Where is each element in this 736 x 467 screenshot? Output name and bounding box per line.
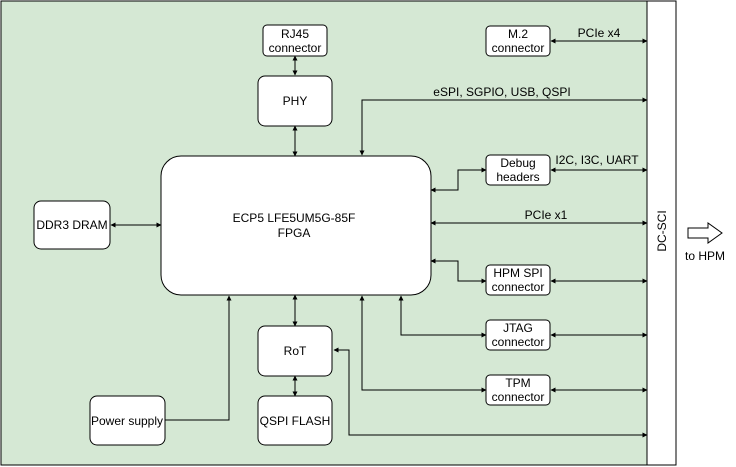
rot-block: RoT <box>257 325 333 377</box>
svg-text:DDR3 DRAM: DDR3 DRAM <box>36 218 107 232</box>
to-hpm-arrow-icon <box>687 222 723 244</box>
fpga-hpmspi-link <box>430 258 487 284</box>
hpm-spi-line-2: connector <box>492 280 545 294</box>
hpm-spi-line-1: HPM SPI <box>493 266 542 280</box>
ddr3-line-1: DDR3 DRAM <box>36 218 107 232</box>
jtag-line-2: connector <box>492 335 545 349</box>
connections <box>110 38 648 438</box>
power-fpga-link <box>165 295 232 421</box>
svg-text:QSPI FLASH: QSPI FLASH <box>260 414 331 428</box>
rot-dcsci-link <box>333 347 648 438</box>
i2c-label: I2C, I3C, UART <box>555 153 639 167</box>
debug-line-2: headers <box>496 170 539 184</box>
to-hpm-label: to HPM <box>685 249 725 263</box>
qspi-flash-line-1: QSPI FLASH <box>260 414 331 428</box>
dc-sci-label: DC-SCI <box>655 210 669 251</box>
debug-line-1: Debug <box>500 156 535 170</box>
tpm-line-1: TPM <box>505 376 530 390</box>
fpga-line-1: ECP5 LFE5UM5G-85F <box>233 211 356 225</box>
rj45-line-2: connector <box>269 41 322 55</box>
pcie-x4-label: PCIe x4 <box>578 26 621 40</box>
svg-text:RoT: RoT <box>284 344 307 358</box>
fpga-line-2: FPGA <box>278 226 311 240</box>
m2-line-1: M.2 <box>508 27 528 41</box>
svg-text:Power supply: Power supply <box>91 414 163 428</box>
m2-line-2: connector <box>492 41 545 55</box>
dc-sci-connector <box>646 0 677 466</box>
qspi-flash-block: QSPI FLASH <box>257 395 333 446</box>
rot-line-1: RoT <box>284 344 307 358</box>
svg-text:PHY: PHY <box>283 94 308 108</box>
tpm-line-2: connector <box>492 390 545 404</box>
phy-block: PHY <box>257 75 333 127</box>
espi-label: eSPI, SGPIO, USB, QSPI <box>433 85 570 99</box>
jtag-line-1: JTAG <box>503 321 533 335</box>
power-line-1: Power supply <box>91 414 163 428</box>
phy-line-1: PHY <box>283 94 308 108</box>
power-supply-block: Power supply <box>89 395 166 446</box>
pcie-x1-label: PCIe x1 <box>525 208 568 222</box>
rj45-line-1: RJ45 <box>281 27 309 41</box>
espi-link <box>359 97 648 156</box>
ddr3-dram-block: DDR3 DRAM <box>33 200 111 250</box>
fpga-debug-link <box>430 167 487 193</box>
